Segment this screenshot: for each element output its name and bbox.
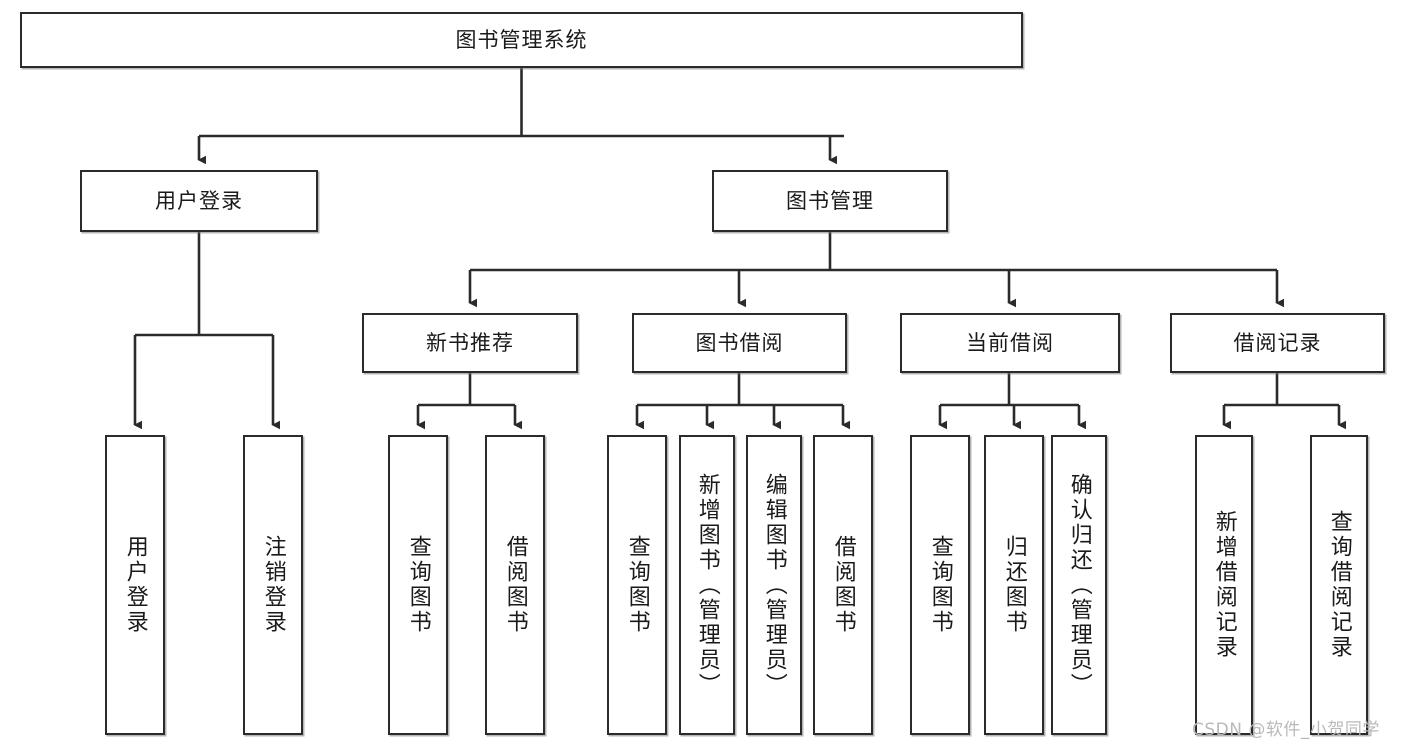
node-level3-0[interactable]: 新书推荐 <box>362 313 578 373</box>
node-label: 当前借阅 <box>966 330 1054 355</box>
node-level2-1[interactable]: 图书管理 <box>712 170 948 232</box>
node-label: 查询图书 <box>927 535 953 635</box>
node-level3-1[interactable]: 图书借阅 <box>632 313 847 373</box>
node-label: 借阅图书 <box>502 535 528 635</box>
node-level2-0[interactable]: 用户登录 <box>80 170 318 232</box>
node-leaf-2[interactable]: 查询图书 <box>388 435 448 735</box>
node-level3-3[interactable]: 借阅记录 <box>1170 313 1385 373</box>
node-leaf-3[interactable]: 借阅图书 <box>485 435 545 735</box>
node-leaf-11[interactable]: 新增借阅记录 <box>1195 435 1253 735</box>
node-label: 新书推荐 <box>426 330 514 355</box>
node-label: 新增借阅记录 <box>1211 510 1237 660</box>
node-leaf-5[interactable]: 新增图书（管理员） <box>679 435 735 735</box>
node-leaf-12[interactable]: 查询借阅记录 <box>1310 435 1368 735</box>
node-label: 查询图书 <box>624 535 650 635</box>
node-level3-2[interactable]: 当前借阅 <box>900 313 1120 373</box>
node-leaf-7[interactable]: 借阅图书 <box>813 435 873 735</box>
node-leaf-0[interactable]: 用户登录 <box>105 435 165 735</box>
node-label: 归还图书 <box>1001 535 1027 635</box>
node-label: 图书管理系统 <box>455 27 588 52</box>
node-label: 确认归还（管理员） <box>1066 472 1092 698</box>
node-label: 借阅图书 <box>830 535 856 635</box>
node-leaf-4[interactable]: 查询图书 <box>607 435 667 735</box>
node-label: 借阅记录 <box>1233 330 1322 355</box>
node-leaf-1[interactable]: 注销登录 <box>243 435 303 735</box>
node-root[interactable]: 图书管理系统 <box>20 12 1023 68</box>
node-label: 用户登录 <box>122 535 148 635</box>
node-label: 用户登录 <box>155 188 243 213</box>
node-leaf-9[interactable]: 归还图书 <box>984 435 1044 735</box>
node-label: 查询借阅记录 <box>1326 510 1352 660</box>
node-label: 查询图书 <box>405 535 431 635</box>
node-label: 图书借阅 <box>695 330 784 355</box>
node-label: 图书管理 <box>786 188 874 213</box>
node-leaf-8[interactable]: 查询图书 <box>910 435 970 735</box>
node-label: 编辑图书（管理员） <box>761 472 787 698</box>
node-leaf-6[interactable]: 编辑图书（管理员） <box>746 435 802 735</box>
csdn-watermark: CSDN @软件_小贺同学 <box>1192 720 1380 740</box>
node-label: 新增图书（管理员） <box>694 472 720 698</box>
node-leaf-10[interactable]: 确认归还（管理员） <box>1051 435 1107 735</box>
node-label: 注销登录 <box>260 535 286 635</box>
